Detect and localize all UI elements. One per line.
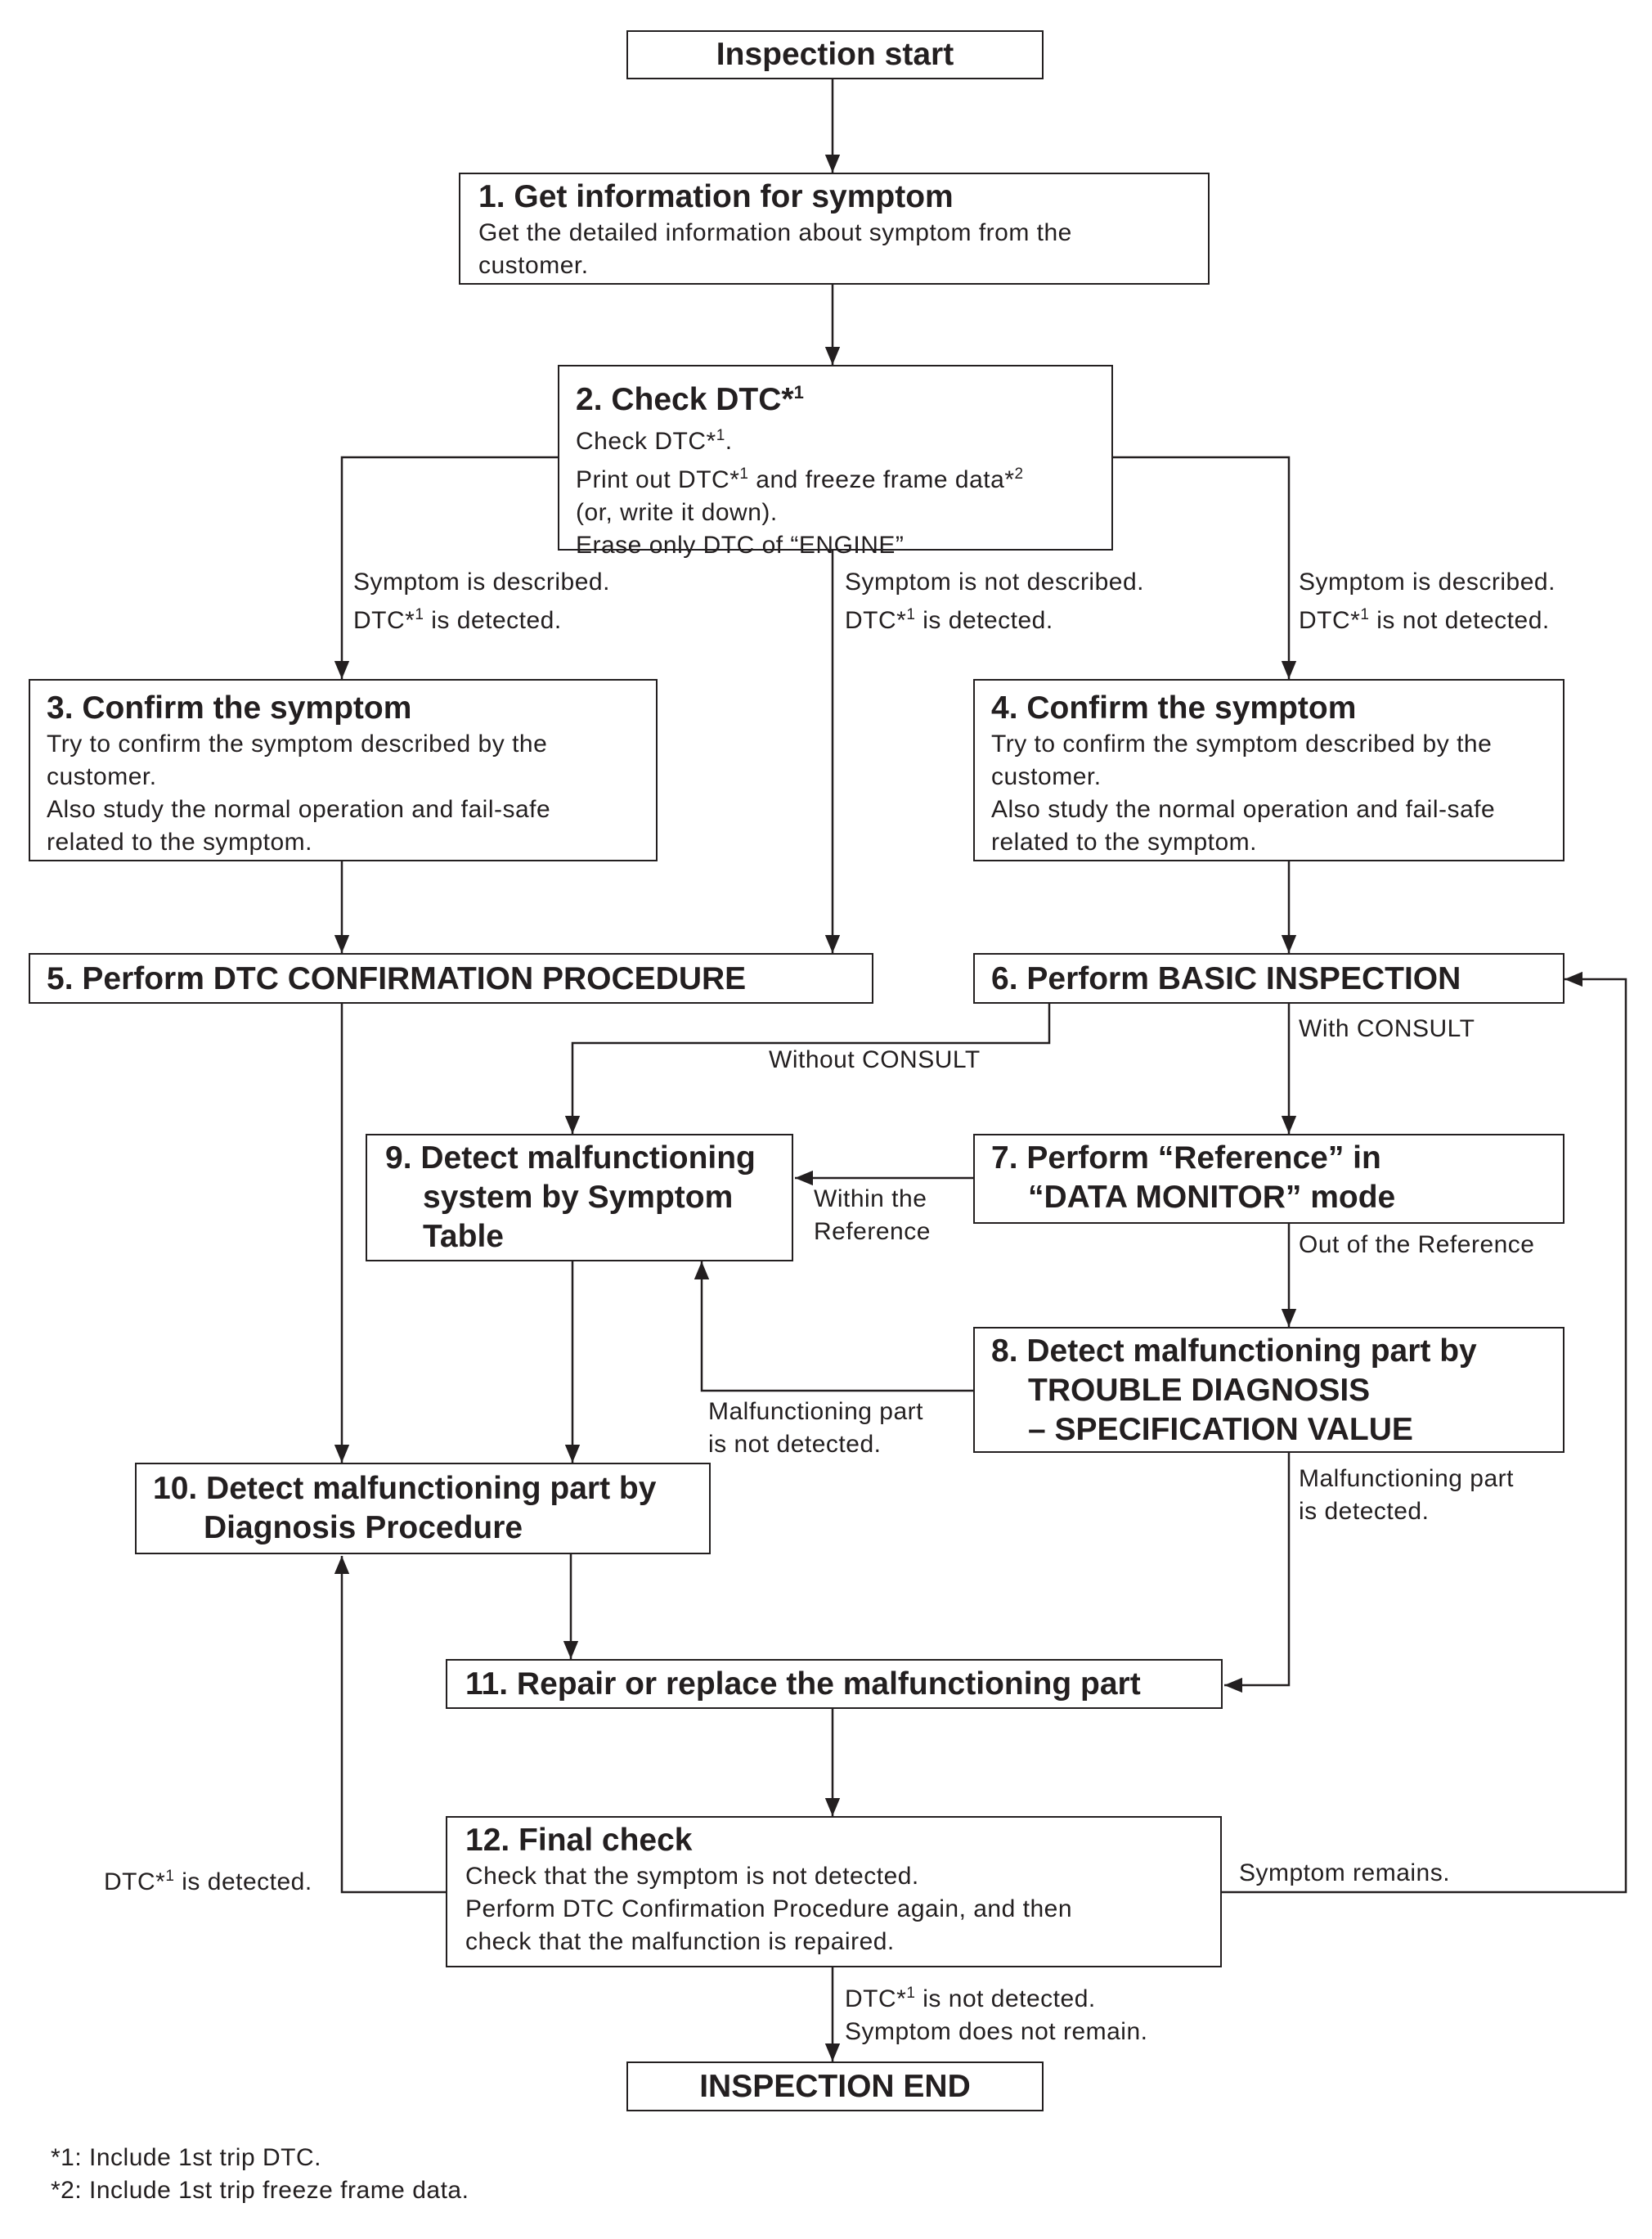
step-2-line: Print out DTC*1 and freeze frame data*2 (576, 465, 1024, 493)
step-9-box: 9. Detect malfunctioning system by Sympt… (366, 1134, 793, 1261)
step-3-body-line: related to the symptom. (47, 829, 312, 856)
inspection-end-box: INSPECTION END (626, 2061, 1044, 2111)
inspection-end-label: INSPECTION END (699, 2068, 971, 2104)
inspection-start-label: Inspection start (716, 37, 954, 72)
out-of-reference-label: Out of the Reference (1299, 1231, 1535, 1258)
step-10-title-line: Diagnosis Procedure (204, 1510, 523, 1545)
step-12-box: 12. Final check Check that the symptom i… (446, 1816, 1222, 1967)
end-condition-label: DTC*1 is not detected. Symptom does not … (845, 1985, 1148, 2045)
step-3-body-line: customer. (47, 763, 157, 790)
arrow-2-to-3 (334, 456, 558, 679)
step-9-title-line: 9. Detect malfunctioning (385, 1140, 756, 1176)
footnote-2: *2: Include 1st trip freeze frame data. (51, 2177, 469, 2204)
step-9-title-line: Table (423, 1219, 504, 1254)
step-2-title: 2. Check DTC*1 (576, 382, 804, 417)
arrow-6-to-9 (564, 1004, 1051, 1134)
step-7-title-line: “DATA MONITOR” mode (1028, 1180, 1396, 1215)
without-consult-label: Without CONSULT (769, 1046, 981, 1073)
step-11-title: 11. Repair or replace the malfunctioning… (465, 1666, 1141, 1702)
arrow-12-to-6 (1222, 971, 1627, 1894)
step-8-title-line: 8. Detect malfunctioning part by (991, 1333, 1477, 1369)
arrow-8-to-11 (1224, 1453, 1291, 1693)
step-6-box: 6. Perform BASIC INSPECTION (973, 953, 1564, 1004)
step-8-box: 8. Detect malfunctioning part by TROUBLE… (973, 1327, 1564, 1453)
step-3-body-line: Try to confirm the symptom described by … (47, 731, 548, 758)
step-8-title-line: – SPECIFICATION VALUE (1028, 1412, 1413, 1447)
step-5-title: 5. Perform DTC CONFIRMATION PROCEDURE (47, 961, 747, 996)
step-12-body-line: Perform DTC Confirmation Procedure again… (465, 1895, 1073, 1922)
step-4-body-line: customer. (991, 763, 1102, 790)
step-3-box: 3. Confirm the symptom Try to confirm th… (29, 679, 658, 861)
within-reference-label: Within the Reference (814, 1185, 931, 1245)
branch-mid-label: Symptom is not described. DTC*1 is detec… (845, 569, 1144, 634)
arrow-2-to-4 (1113, 456, 1297, 679)
arrow-8-to-9 (694, 1261, 973, 1392)
not-detected-label: Malfunctioning part is not detected. (708, 1398, 923, 1458)
step-2-line: Check DTC*1. (576, 427, 733, 455)
step-2-box: 2. Check DTC*1 Check DTC*1. Print out DT… (558, 365, 1113, 559)
step-1-body-line: Get the detailed information about sympt… (478, 219, 1072, 246)
step-1-body-line: customer. (478, 252, 589, 279)
step-4-title: 4. Confirm the symptom (991, 690, 1357, 726)
symptom-remains-label: Symptom remains. (1239, 1859, 1451, 1886)
step-4-body-line: related to the symptom. (991, 829, 1257, 856)
step-5-box: 5. Perform DTC CONFIRMATION PROCEDURE (29, 953, 873, 1004)
step-2-line: (or, write it down). (576, 499, 778, 526)
step-3-title: 3. Confirm the symptom (47, 690, 412, 726)
step-10-box: 10. Detect malfunctioning part by Diagno… (135, 1463, 711, 1554)
footnote-1: *1: Include 1st trip DTC. (51, 2144, 321, 2171)
step-1-title: 1. Get information for symptom (478, 179, 954, 214)
step-1-box: 1. Get information for symptom Get the d… (459, 173, 1210, 285)
inspection-start-box: Inspection start (626, 30, 1044, 79)
step-4-body-line: Also study the normal operation and fail… (991, 796, 1496, 823)
detected-label: Malfunctioning part is detected. (1299, 1465, 1514, 1525)
step-8-title-line: TROUBLE DIAGNOSIS (1028, 1373, 1371, 1408)
dtc-detected-label: DTC*1 is detected. (104, 1868, 312, 1895)
step-10-title-line: 10. Detect malfunctioning part by (153, 1471, 657, 1506)
step-12-body-line: check that the malfunction is repaired. (465, 1928, 895, 1955)
branch-left-label: Symptom is described. DTC*1 is detected. (353, 569, 610, 634)
branch-right-label: Symptom is described. DTC*1 is not detec… (1299, 569, 1555, 634)
step-4-box: 4. Confirm the symptom Try to confirm th… (973, 679, 1564, 861)
step-7-box: 7. Perform “Reference” in “DATA MONITOR”… (973, 1134, 1564, 1224)
step-9-title-line: system by Symptom (423, 1180, 734, 1215)
step-3-body-line: Also study the normal operation and fail… (47, 796, 551, 823)
arrow-12-to-10 (334, 1556, 446, 1894)
step-12-title: 12. Final check (465, 1823, 693, 1858)
step-7-title-line: 7. Perform “Reference” in (991, 1140, 1381, 1176)
step-11-box: 11. Repair or replace the malfunctioning… (446, 1659, 1223, 1709)
step-12-body-line: Check that the symptom is not detected. (465, 1863, 919, 1890)
with-consult-label: With CONSULT (1299, 1015, 1475, 1042)
footnote-ref: 1 (793, 382, 804, 402)
step-6-title: 6. Perform BASIC INSPECTION (991, 961, 1461, 996)
step-4-body-line: Try to confirm the symptom described by … (991, 731, 1493, 758)
footnotes: *1: Include 1st trip DTC. *2: Include 1s… (51, 2142, 469, 2207)
step-2-line: Erase only DTC of “ENGINE” (576, 532, 905, 559)
